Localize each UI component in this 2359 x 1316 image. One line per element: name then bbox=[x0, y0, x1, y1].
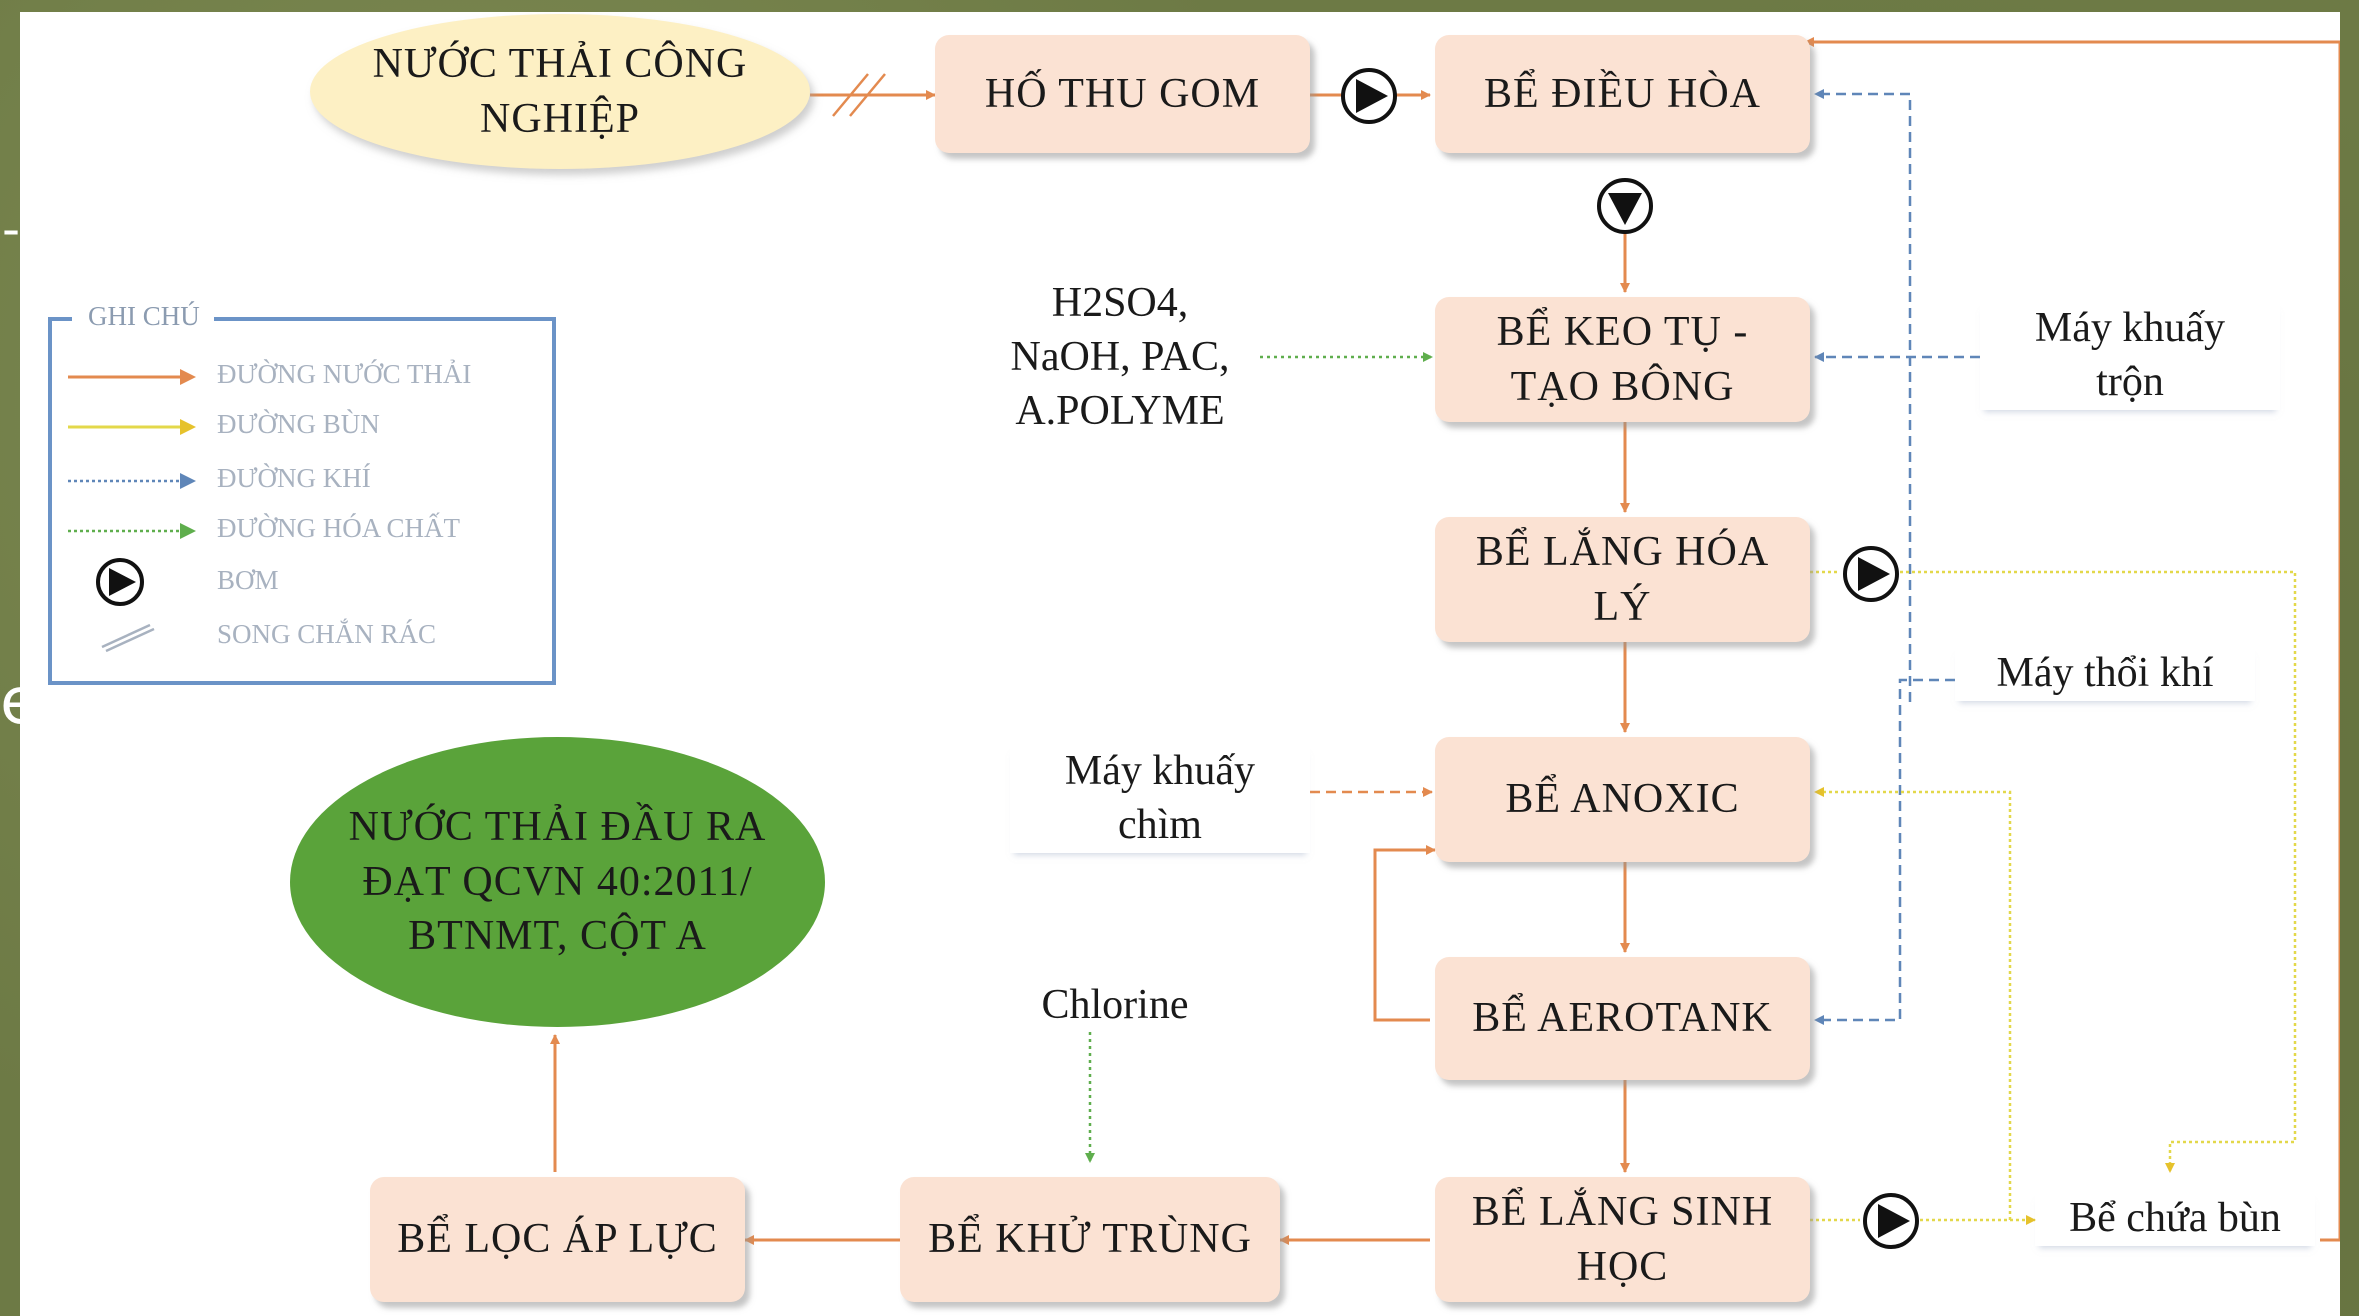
mixer-label: Máy khuấy trộn bbox=[1980, 302, 2280, 410]
legend: GHI CHÚ ĐƯỜNG NƯỚC THẢI ĐƯỜNG BÙN ĐƯỜNG … bbox=[48, 301, 556, 685]
air-lines bbox=[1814, 89, 1980, 1025]
legend-item-chemical: ĐƯỜNG HÓA CHẤT bbox=[217, 513, 460, 543]
pressure-filter-box: BỂ LỌC ÁP LỰC bbox=[370, 1177, 745, 1302]
pump-icon bbox=[1341, 68, 1397, 124]
equalization-tank-box: BỂ ĐIỀU HÒA bbox=[1435, 35, 1810, 153]
anoxic-tank-box: BỂ ANOXIC bbox=[1435, 737, 1810, 862]
submersible-mixer-label: Máy khuấy chìm bbox=[1010, 745, 1310, 853]
treated-output-ellipse: NƯỚC THẢI ĐẦU RA ĐẠT QCVN 40:2011/ BTNMT… bbox=[290, 737, 825, 1027]
chemical-settling-tank-box: BỂ LẮNG HÓA LÝ bbox=[1435, 517, 1810, 642]
sludge-tank-label: Bể chứa bùn bbox=[2035, 1192, 2315, 1246]
biological-settling-tank-box: BỂ LẮNG SINH HỌC bbox=[1435, 1177, 1810, 1302]
coagulation-tank-box: BỂ KEO TỤ - TẠO BÔNG bbox=[1435, 297, 1810, 422]
pump-icon bbox=[1843, 546, 1899, 602]
pump-icon bbox=[1863, 1193, 1919, 1249]
legend-title: GHI CHÚ bbox=[72, 301, 214, 332]
edge-mark-dash: - bbox=[2, 200, 21, 258]
blower-label: Máy thổi khí bbox=[1955, 647, 2255, 701]
legend-symbols bbox=[68, 369, 196, 653]
legend-item-screen: SONG CHẮN RÁC bbox=[217, 619, 437, 649]
collection-pit-box: HỐ THU GOM bbox=[935, 35, 1310, 153]
sludge-lines bbox=[1810, 570, 2297, 1225]
legend-item-air: ĐƯỜNG KHÍ bbox=[217, 463, 371, 493]
chemical-lines bbox=[1085, 352, 1433, 1163]
diagram-canvas: NƯỚC THẢI CÔNG NGHIỆP HỐ THU GOM BỂ ĐIỀU… bbox=[20, 12, 2340, 1316]
legend-item-pump: BƠM bbox=[217, 565, 279, 595]
chemical-dosing-label: H2SO4, NaOH, PAC, A.POLYME bbox=[1010, 280, 1230, 434]
disinfection-tank-box: BỂ KHỬ TRÙNG bbox=[900, 1177, 1280, 1302]
bar-screen-icon bbox=[832, 73, 886, 117]
legend-item-sludge: ĐƯỜNG BÙN bbox=[217, 409, 380, 439]
aerotank-box: BỂ AEROTANK bbox=[1435, 957, 1810, 1080]
pump-icon bbox=[1597, 178, 1653, 234]
chlorine-label: Chlorine bbox=[1041, 982, 1189, 1028]
flow-connectors bbox=[550, 37, 2340, 1245]
wastewater-lines bbox=[550, 37, 2340, 1245]
legend-item-wastewater: ĐƯỜNG NƯỚC THẢI bbox=[217, 359, 472, 389]
source-industrial-wastewater: NƯỚC THẢI CÔNG NGHIỆP bbox=[310, 14, 810, 169]
